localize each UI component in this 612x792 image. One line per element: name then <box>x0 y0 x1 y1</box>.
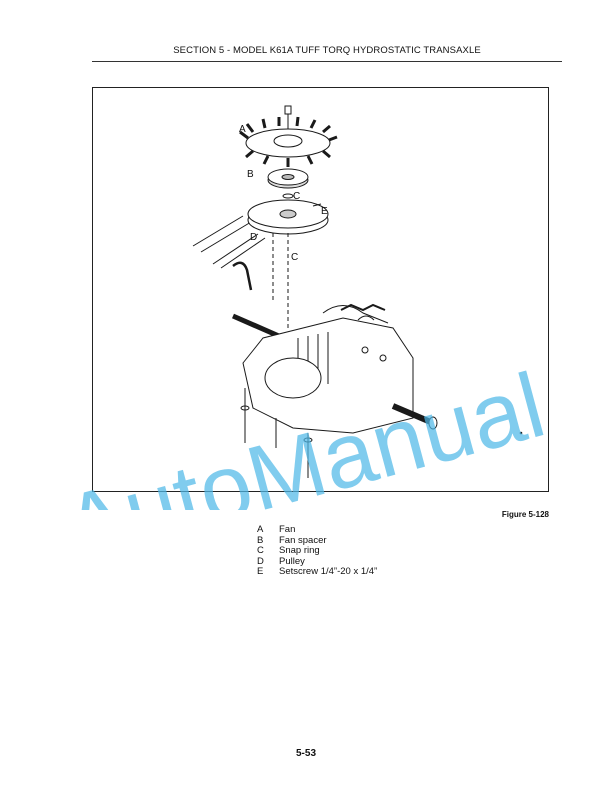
legend-text: Pulley <box>279 555 305 567</box>
callout-a: A <box>239 124 246 135</box>
legend-item: A Fan <box>257 524 377 536</box>
parts-legend: A Fan B Fan spacer C Snap ring D Pulley … <box>257 524 377 578</box>
fan-spacer-part <box>267 168 309 189</box>
exploded-view-illustration: A B C D E C <box>92 87 549 492</box>
legend-text: Fan spacer <box>279 534 327 546</box>
callout-b: B <box>247 169 254 180</box>
legend-item: C Snap ring <box>257 546 377 557</box>
snap-ring-part <box>282 193 294 199</box>
callout-c-lower: C <box>291 252 298 263</box>
legend-text: Snap ring <box>279 545 320 557</box>
legend-letter: B <box>257 534 264 546</box>
legend-letter: C <box>257 545 264 557</box>
transaxle-drawing: A B C D E C <box>192 105 523 478</box>
callout-c: C <box>293 191 300 202</box>
header-divider <box>92 61 562 62</box>
legend-item: E Setscrew 1/4”-20 x 1/4” <box>257 567 377 578</box>
legend-item: B Fan spacer <box>257 534 377 547</box>
page-number: 5-53 <box>295 748 316 759</box>
legend-letter: D <box>257 555 264 567</box>
transaxle-housing <box>232 303 438 434</box>
section-header-title: SECTION 5 - MODEL K61A TUFF TORQ HYDROST… <box>173 45 481 56</box>
legend-text: Setscrew 1/4”-20 x 1/4” <box>279 566 378 578</box>
callout-e: E <box>321 206 328 217</box>
legend-item: D Pulley <box>257 555 377 568</box>
callout-d: D <box>250 232 257 243</box>
figure-caption: Figure 5-128 <box>501 510 549 519</box>
fan-part <box>239 116 338 167</box>
legend-text: Fan <box>279 524 296 535</box>
legend-letter: A <box>257 524 264 535</box>
pulley-part <box>192 199 329 269</box>
legend-letter: E <box>257 566 264 578</box>
